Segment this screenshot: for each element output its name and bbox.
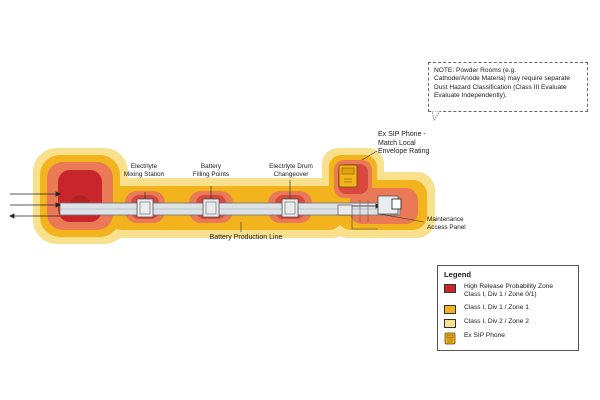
legend-swatch-zone2 [444,319,456,328]
label-ex-phone: Ex SIP Phone - Match Local Envelope Rati… [378,131,430,155]
note-pointer [431,111,441,121]
note-box: NOTE: Powder Rooms (e.g. Cathode/Anode M… [428,62,588,112]
legend-swatch-zone0 [444,284,456,293]
legend-label-zone0: High Release Probability Zone Class I, D… [464,283,554,298]
legend: Legend High Release Probability Zone Cla… [437,265,579,351]
legend-label-zone2: Class I, Div 2 / Zone 2 [464,318,529,325]
station-filling-equipment [202,186,220,218]
legend-title: Legend [444,270,472,279]
legend-item-zone2: Class I, Div 2 / Zone 2 [444,318,529,328]
legend-item-zone0: High Release Probability Zone Class I, D… [444,283,553,299]
leader-lines [240,150,425,232]
legend-swatch-zone1 [444,305,456,314]
legend-label-phone: Ex SIP Phone [464,332,505,339]
legend-label-zone1: Class I, Div 1 / Zone 1 [464,304,529,311]
label-electrolyte-drum: Electrlyte Drum Changeover [269,163,313,178]
phone-icon [444,332,456,345]
station-drum-equipment [281,180,299,218]
label-maintenance-panel: Maintenance Access Panel [427,216,466,231]
legend-item-phone: Ex SIP Phone [444,332,505,345]
station-mixing-equipment [136,192,154,218]
label-electrolyte-mixing: Electrlyte Mixing Station [123,163,165,178]
label-production-line: Battery Production Line [209,234,283,241]
right-equipment [337,195,402,230]
legend-item-zone1: Class I, Div 1 / Zone 1 [444,304,529,314]
phone-icon [338,164,358,188]
label-battery-filling: Battery Filling Points [192,163,230,178]
